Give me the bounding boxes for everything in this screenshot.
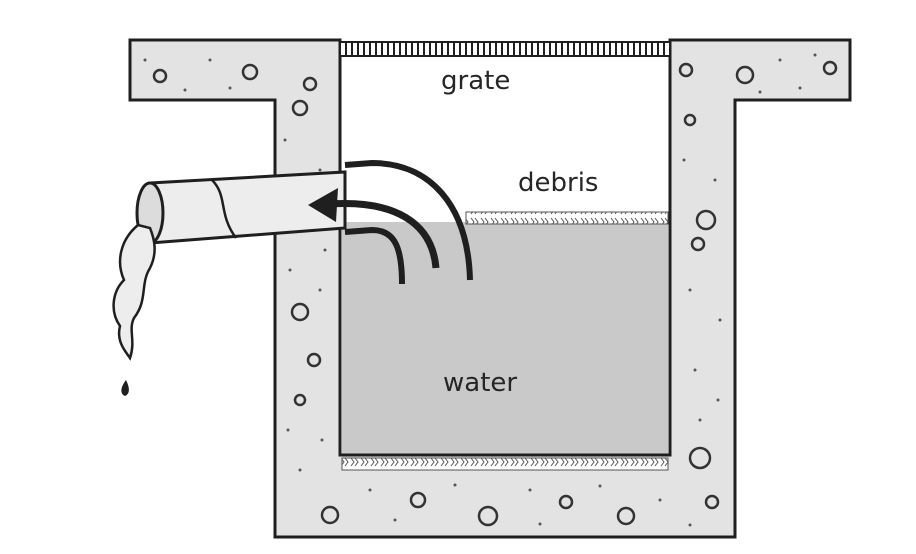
water-label: water bbox=[443, 368, 518, 398]
concrete-aggregate bbox=[152, 60, 838, 527]
water-splash bbox=[112, 223, 156, 396]
debris-layer-bottom bbox=[341, 457, 669, 471]
grate bbox=[339, 41, 671, 57]
grate-label: grate bbox=[441, 66, 511, 96]
flow-arrow bbox=[308, 188, 440, 269]
water-pool bbox=[342, 222, 668, 455]
debris-layer-top bbox=[465, 211, 669, 225]
debris-label: debris bbox=[518, 168, 599, 198]
concrete-speckles bbox=[143, 53, 817, 527]
